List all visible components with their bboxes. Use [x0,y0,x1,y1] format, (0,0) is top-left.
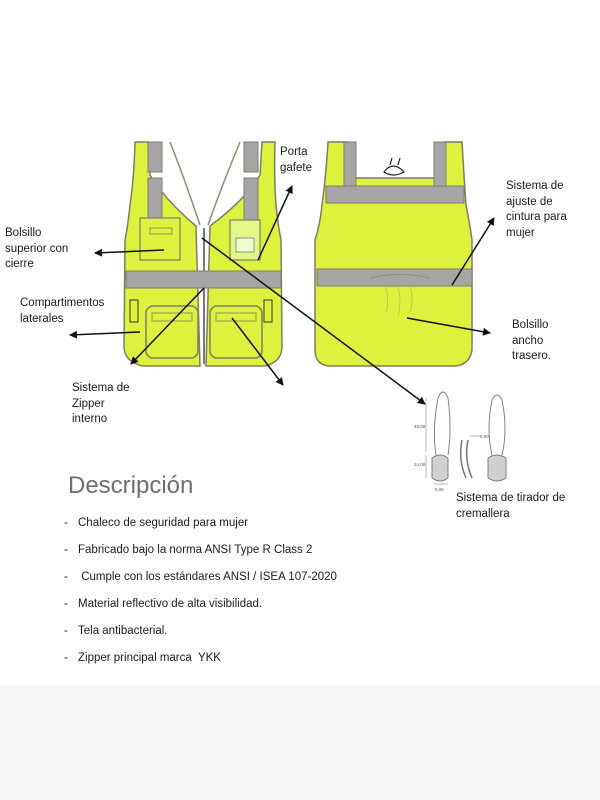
vest-front [123,141,283,367]
list-item: -Tela antibacterial. [64,625,168,637]
page-footer-area [0,685,600,800]
callout-sistema-ajuste: Sistema de ajuste de cintura para mujer [506,180,567,239]
feature-list: -Chaleco de seguridad para mujer -Fabric… [64,510,544,672]
callout-sistema-tirador: Sistema de tirador de cremallera [456,492,566,520]
brand-logo-icon [383,157,405,176]
vest-back [314,141,473,367]
product-sheet: 45,00 24,00 5,60 8,96 Porta gafete Bolsi… [5,141,567,672]
list-item: -Chaleco de seguridad para mujer [64,517,249,529]
list-item: -Zipper principal marca YKK [64,652,221,664]
dim-label: 8,96 [435,487,444,492]
list-item: -Fabricado bajo la norma ANSI Type R Cla… [64,544,313,556]
callout-arrows [69,185,495,405]
callout-porta-gafete: Porta gafete [280,146,312,174]
list-item: -Material reflectivo de alta visibilidad… [64,598,263,610]
list-item: - Cumple con los estándares ANSI / ISEA … [64,571,337,583]
dim-label: 5,60 [480,434,489,439]
dim-label: 45,00 [414,424,426,429]
dim-label: 24,00 [414,462,426,467]
section-title: Descripción [68,472,194,499]
zipper-pull-drawing [425,391,507,485]
callout-bolsillo-ancho: Bolsillo ancho trasero. [512,319,551,362]
callout-bolsillo-superior: Bolsillo superior con cierre [5,227,69,270]
vest-illustration: 45,00 24,00 5,60 8,96 [69,141,507,492]
callout-compartimentos: Compartimentos laterales [20,297,105,325]
callout-sistema-zipper: Sistema de Zipper interno [72,382,130,425]
